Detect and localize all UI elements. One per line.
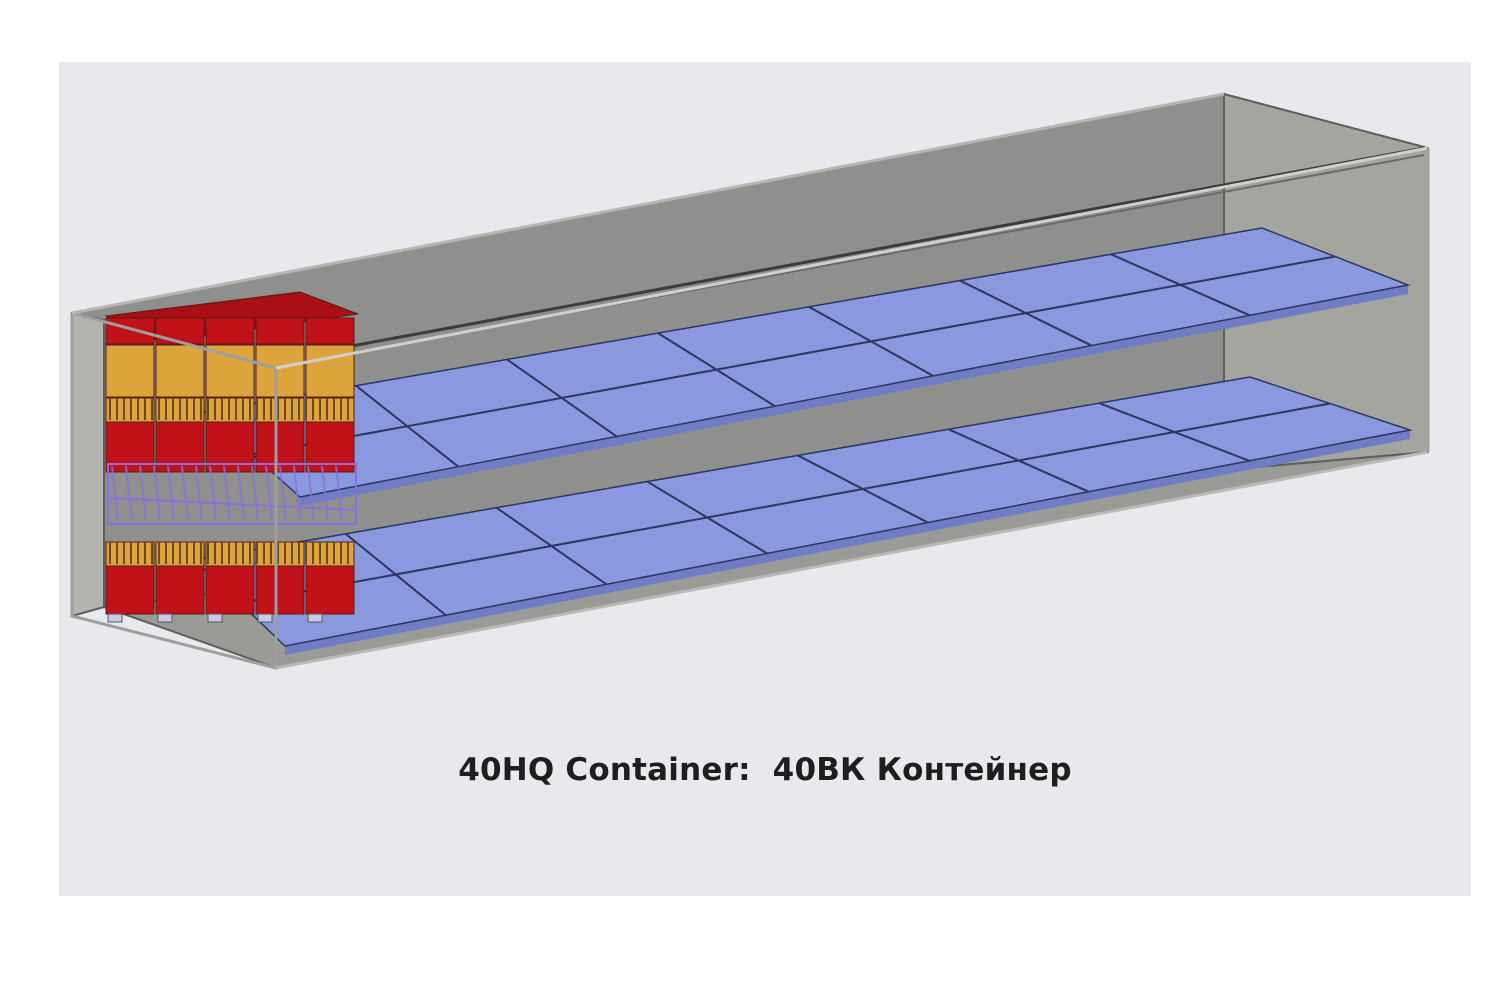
rack-deck-edge [300, 285, 1408, 506]
glass-crate [305, 317, 355, 345]
glass-crate [305, 344, 355, 398]
pallet-foot [207, 613, 223, 623]
rack-deck-seam [252, 255, 1336, 456]
glass-rack-bar [181, 465, 189, 521]
glass-rack-bar [153, 465, 161, 521]
glass-rack-bar [209, 465, 217, 521]
glass-rack-bar [237, 465, 245, 521]
glass-rack-bar [167, 465, 175, 521]
container-front-frame [71, 311, 105, 618]
glass-crate [255, 317, 305, 345]
rack-deck-edge [285, 430, 1410, 655]
glass-rack-frame [107, 463, 357, 525]
glass-rack-bar [195, 465, 203, 521]
glass-crate [105, 344, 155, 398]
container-bottom-edge [275, 450, 1429, 670]
glass-rack-bar [139, 465, 147, 521]
glass-crate [205, 344, 255, 398]
glass-rack-bar [125, 465, 133, 521]
rack-deck-seam [239, 402, 1331, 604]
glass-crate [105, 565, 155, 615]
glass-rack-bar [293, 465, 301, 521]
rack-decks [193, 227, 1413, 655]
pallet-foot [257, 613, 273, 623]
glass-rack-bar [279, 465, 287, 521]
glass-crate [155, 317, 205, 345]
glass-rack-bar [107, 497, 357, 511]
glass-crate [305, 565, 355, 615]
figure-caption: 40HQ Container: 40ВК Контейнер [458, 752, 1072, 788]
glass-crate [205, 317, 255, 345]
glass-crate [255, 565, 305, 615]
container-rail [329, 146, 1425, 352]
glass-crate [105, 317, 155, 345]
glass-crate-stack [104, 291, 359, 623]
glass-rack-bar [307, 465, 315, 521]
glass-rack-bar [265, 465, 273, 521]
pallet-foot [157, 613, 173, 623]
glass-rack-bar [251, 465, 259, 521]
glass-rack-bar [223, 465, 231, 521]
glass-crate [155, 565, 205, 615]
glass-rack-bar [111, 465, 119, 521]
container-top-edge [275, 146, 1429, 370]
container-top-edge [71, 92, 1225, 315]
pallet-foot [307, 613, 323, 623]
glass-crate [255, 344, 305, 398]
glass-crate [205, 565, 255, 615]
glass-rack-bar [335, 465, 343, 521]
pallet-foot [107, 613, 123, 623]
glass-crate [155, 344, 205, 398]
glass-rack-bar [321, 465, 329, 521]
